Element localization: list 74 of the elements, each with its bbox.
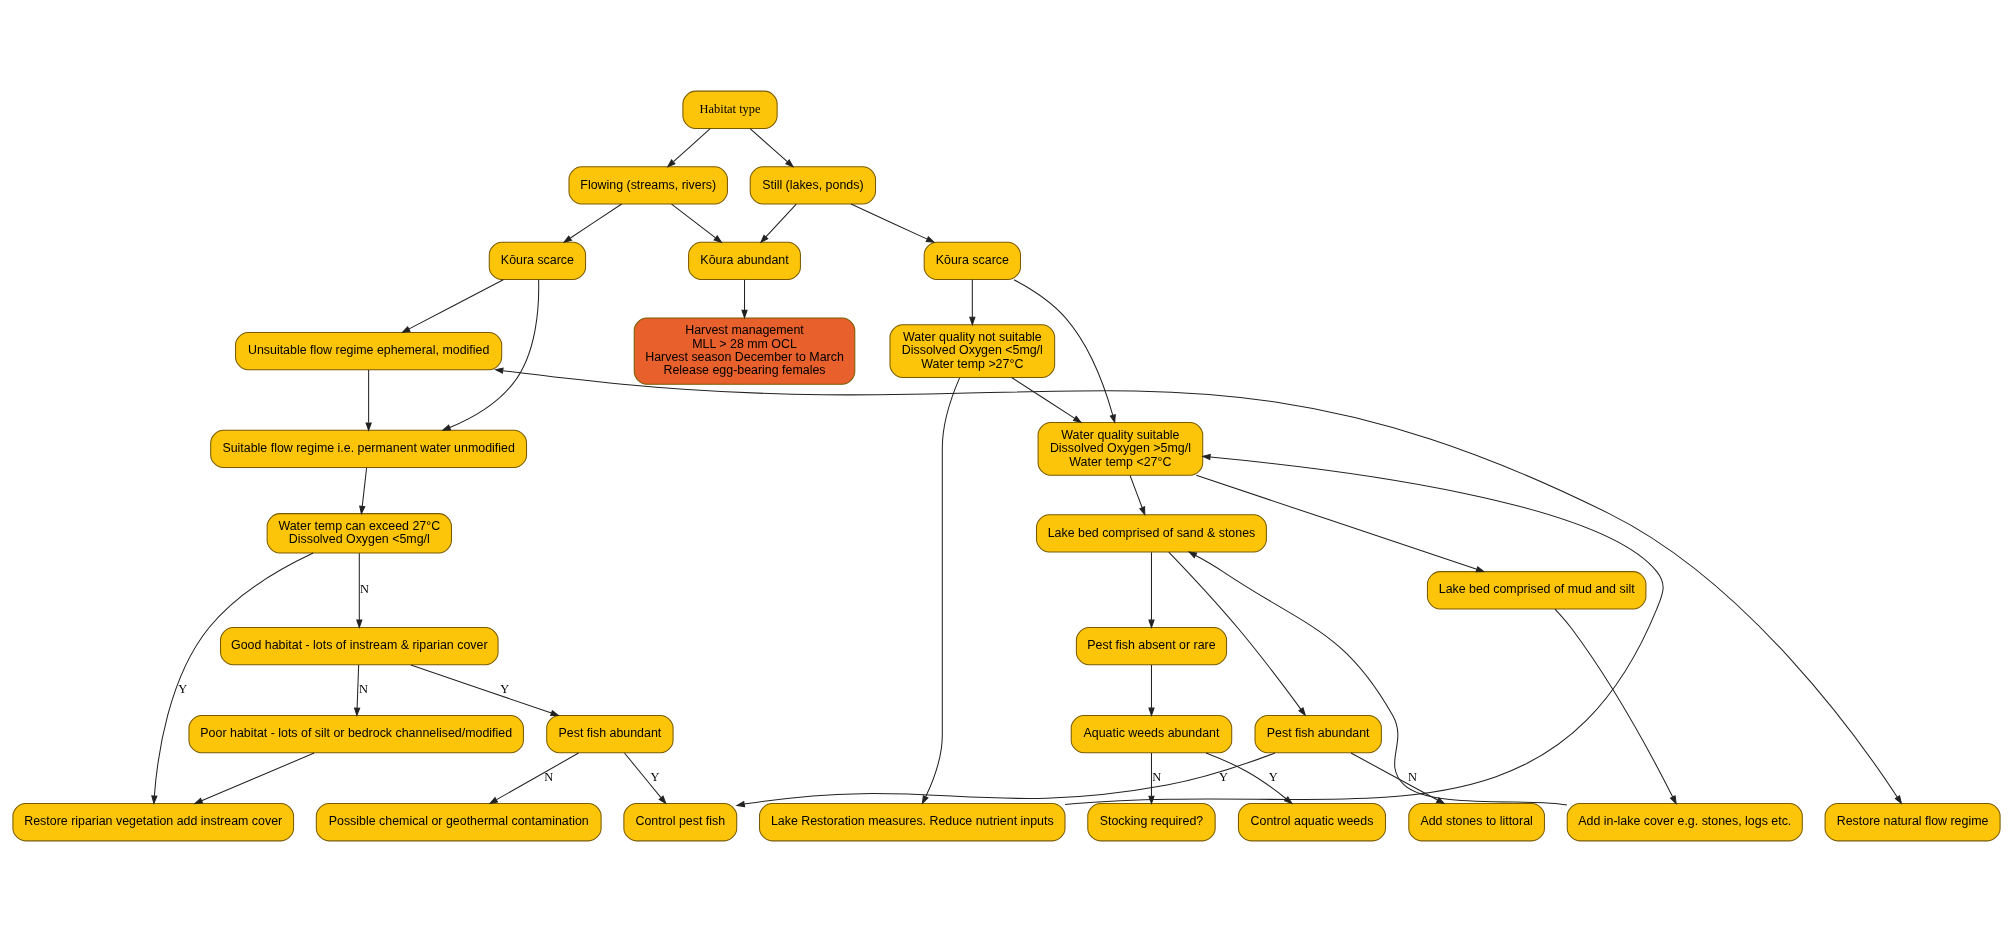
arrow [193,752,315,804]
arrow [1350,752,1446,804]
arrow [365,369,372,432]
node-box: Restore riparian vegetation add instream cover [12,802,295,841]
arrow [1129,474,1146,516]
arrow [1168,551,1307,716]
arrow [488,752,580,804]
arrow [1195,474,1486,572]
edge-label: Y [1218,769,1228,784]
node-box: Control pest fish [623,802,738,841]
node-box: Water quality not suitable Dissolved Oxygen <5mg/l Water temp >27°C [889,323,1056,378]
node-box: Aquatic weeds abundant [1070,714,1233,753]
edge-label: N [1152,769,1162,784]
node-box: Good habitat - lots of instream & riparian cover [220,626,499,665]
node-box: Add in-lake cover e.g. stones, logs etc. [1566,802,1803,841]
node-box: Pest fish abundant [1254,714,1382,753]
node-box: Pest fish abundant [546,714,674,753]
node-box: Unsuitable flow regime ephemeral, modified [235,331,503,370]
edge-label: N [1407,769,1417,784]
arrow [969,278,976,326]
arrow [1187,550,1568,806]
arrow [741,278,748,319]
node-box: Lake bed comprised of sand & stones [1036,513,1267,552]
node-box: Poor habitat - lots of silt or bedrock channelised/modified [188,714,524,753]
node-box: Restore natural flow regime [1824,802,2001,841]
arrow [356,552,363,629]
node-box: Pest fish absent or rare [1075,626,1228,665]
edge-label: Y [500,681,510,696]
node-box: Possible chemical or geothermal contamination [315,802,602,841]
node-box: Flowing (streams, rivers) [568,165,728,205]
node-box: Water quality suitable Dissolved Oxygen >5mg/l Water temp <27°C [1037,421,1204,476]
node-box: Harvest management MLL > 28 mm OCL Harvest season December to March Release egg-bearing females [633,316,856,385]
node-box: Stocking required? [1087,802,1216,841]
arrow [1148,664,1155,717]
arrow [1148,752,1155,805]
arrow [671,203,723,243]
edge-label: Y [650,769,660,784]
node-box: Lake Restoration measures. Reduce nutrient inputs [759,802,1066,841]
node-box: Habitat type [682,90,778,129]
node-box: Kōura scarce [923,241,1021,280]
arrow [410,663,560,716]
node-box: Kōura abundant [688,241,801,280]
arrow [401,278,504,333]
arrow [353,664,361,717]
arrow [1011,376,1083,423]
node-box: Water temp can exceed 27°C Dissolved Oxygen <5mg/l [266,512,452,553]
arrow [1554,608,1677,805]
arrow [562,203,623,243]
arrow [666,127,711,168]
arrow [735,751,1276,807]
edge-label: Y [178,681,188,696]
node-box: Lake bed comprised of mud and silt [1426,570,1647,609]
edge-label: N [358,681,368,696]
arrow [623,752,667,805]
edge-label: N [359,581,369,596]
node-box: Suitable flow regime i.e. permanent water unmodified [210,429,528,468]
arrow [749,127,795,168]
arrow [1205,751,1294,804]
node-box: Kōura scarce [488,241,587,280]
arrow [1148,551,1155,629]
arrow [759,203,797,243]
arrow [151,552,314,805]
arrow [1013,278,1116,424]
node-box: Control aquatic weeds [1237,802,1386,841]
arrow [359,466,368,515]
arrow [494,366,1903,805]
node-box: Still (lakes, ponds) [749,165,877,205]
arrow [850,203,936,243]
node-box: Add stones to littoral [1408,802,1545,841]
edge-label: Y [1268,769,1278,784]
edge-label: N [544,769,554,784]
arrow [1064,453,1664,805]
arrow [441,278,540,431]
arrow [921,376,961,805]
